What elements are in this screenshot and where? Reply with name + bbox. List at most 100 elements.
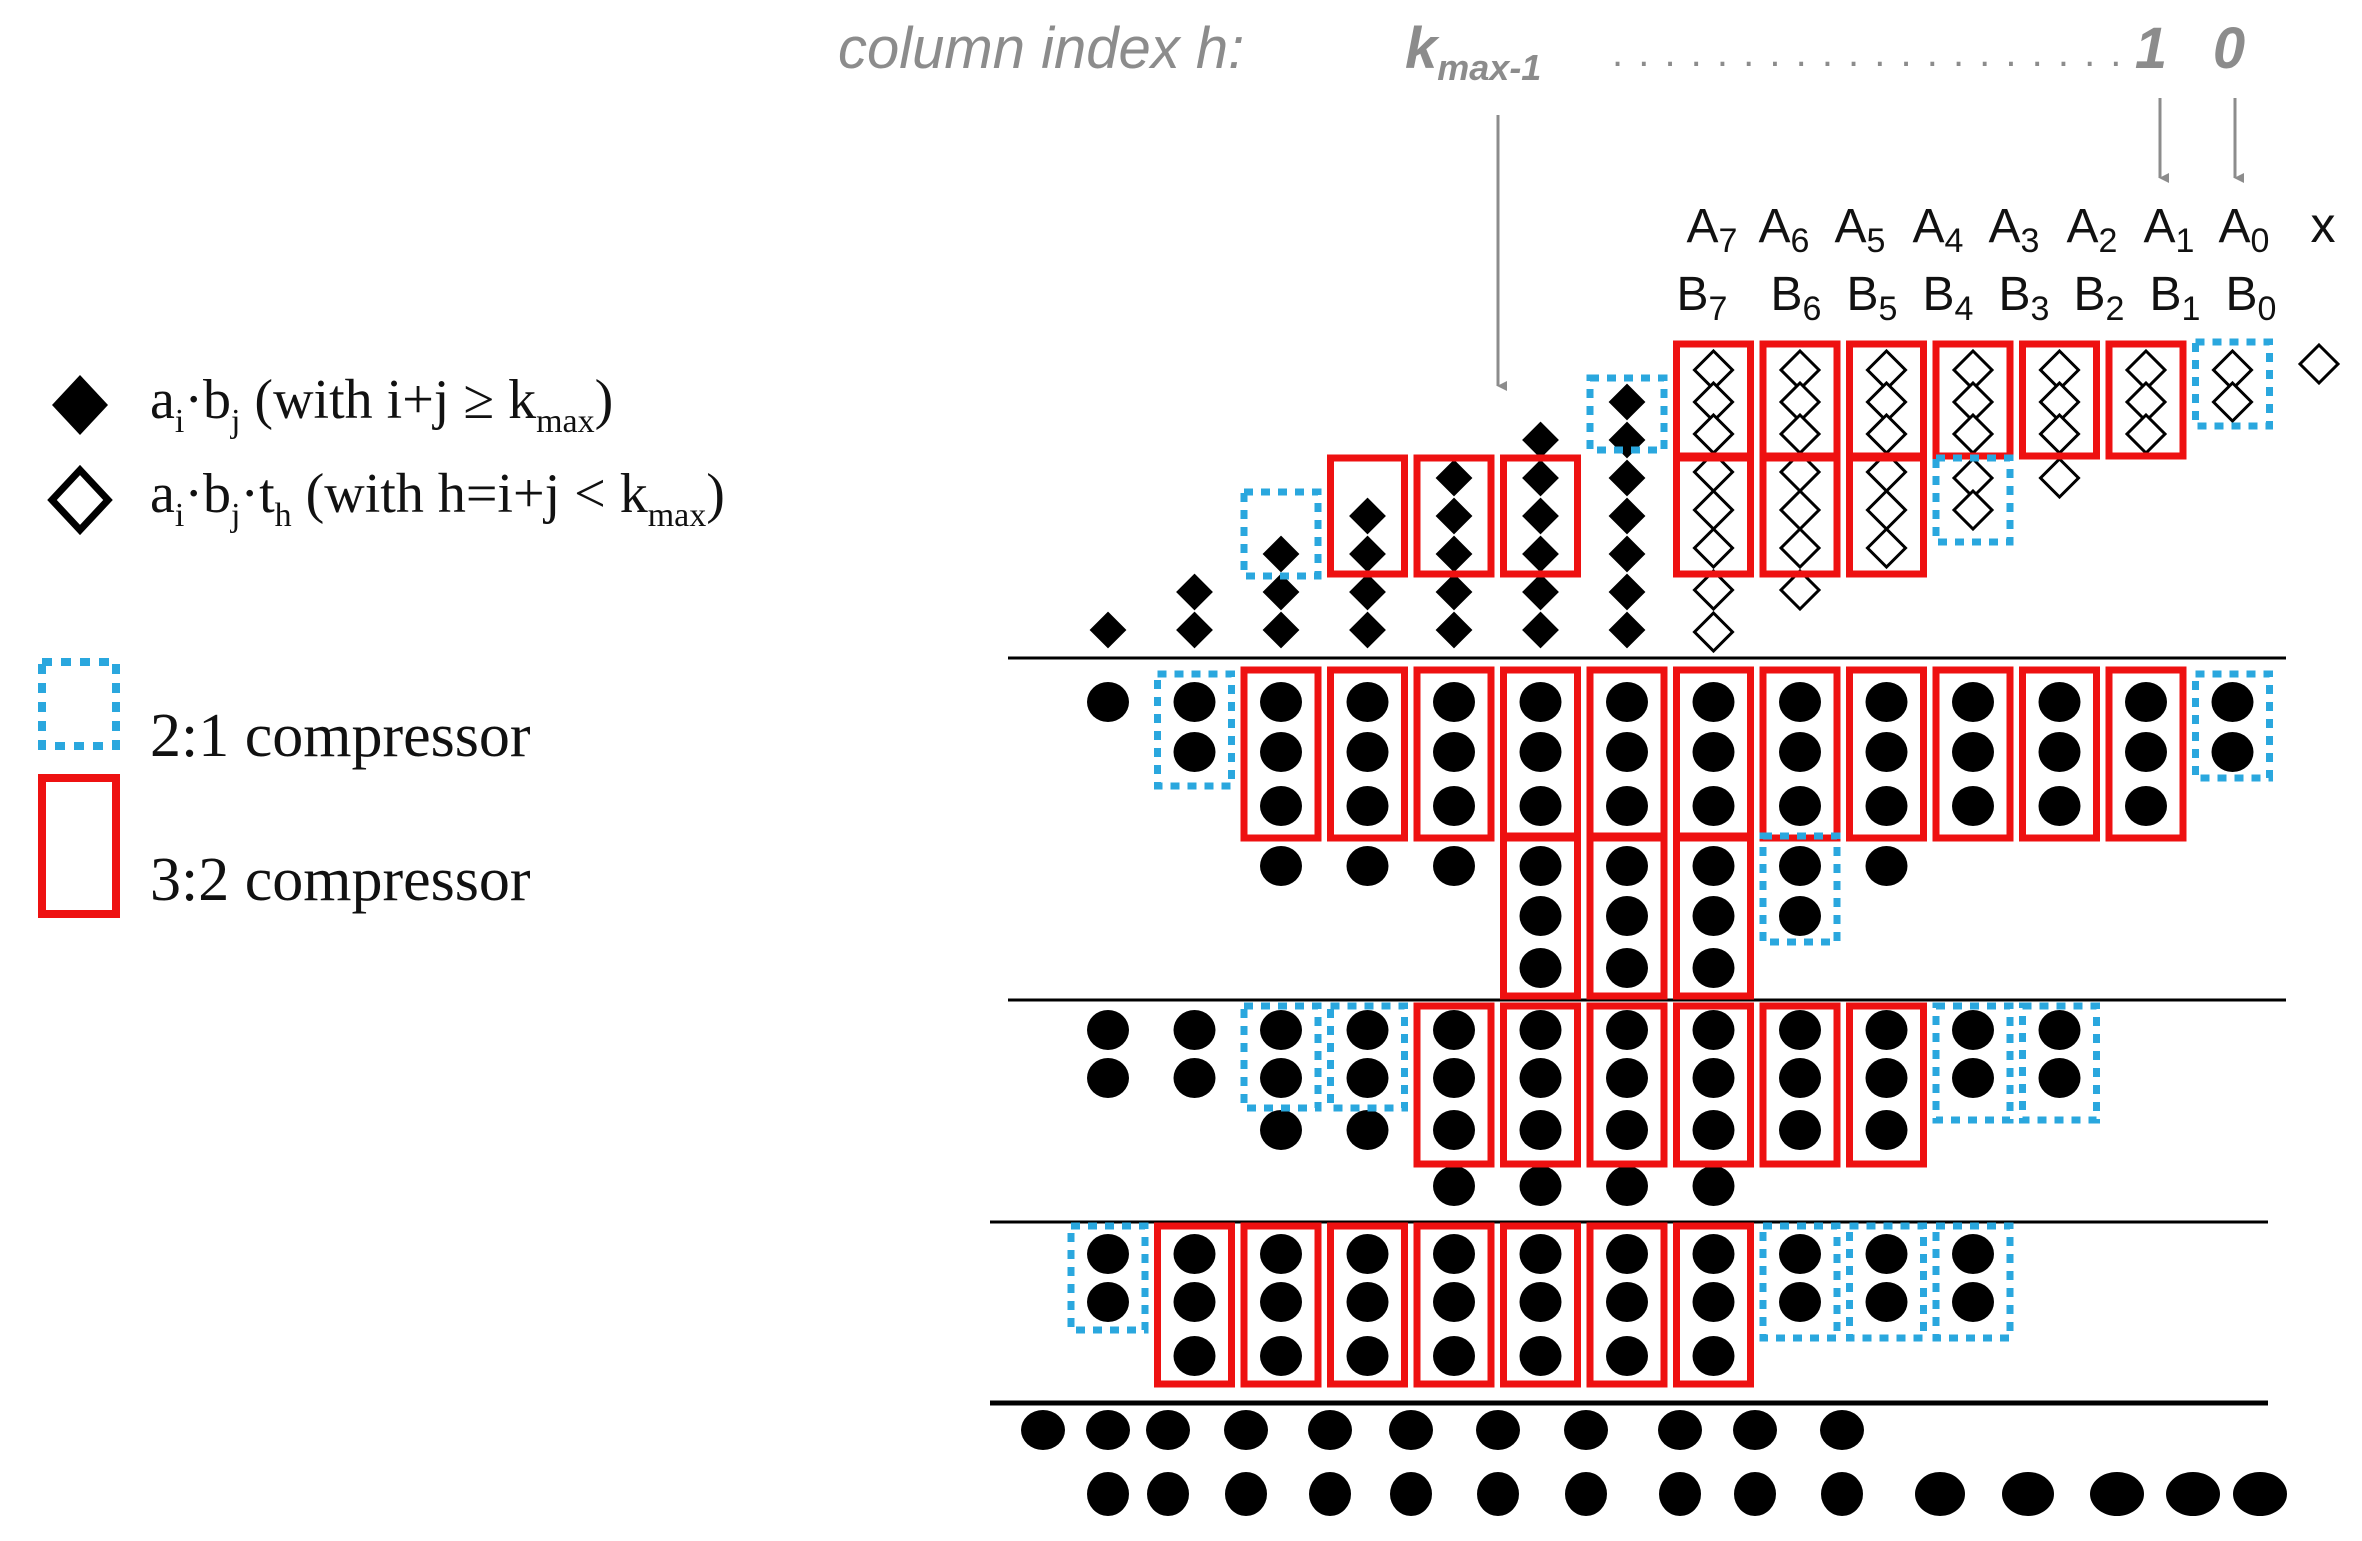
open-diamond-bit [2211,380,2254,424]
compressor-3-2-box [1413,1222,1495,1388]
final-carry-bit [1225,1472,1267,1516]
compressor-3-2-box [1673,832,1754,1000]
bit-dot [1519,1166,1562,1206]
bit-dot [1260,1058,1302,1098]
bit-dot [1087,1058,1129,1098]
final-sum-bit [1086,1410,1130,1450]
bit-dot [1173,1282,1216,1322]
bit-dot [1346,1234,1389,1274]
compressor-2-1-box [1240,1002,1322,1112]
compressor-3-2-box [1240,1222,1322,1388]
column-index-header: column index h: kmax-1 . . . . . . . . .… [838,16,2245,88]
bit-dot [1260,1010,1302,1050]
compressor-3-2-box [1586,1002,1668,1168]
compressor-3-2-box [2105,666,2187,842]
bit-dot [1346,732,1389,772]
bit-dot [1260,846,1302,886]
operand-a-label: A1 [2144,200,2195,260]
compressor-3-2-box [1500,454,1581,578]
bit-dot [1260,1234,1302,1274]
compressor-3-2-box [1673,1222,1754,1388]
filled-diamond-bit [1349,573,1386,611]
compressor-2-1-legend-label: 2:1 compressor [150,702,531,770]
compressor-2-1-box [1932,1002,2014,1124]
filled-diamond-bit [1349,535,1386,573]
bit-dot [1433,682,1475,722]
final-carry-bit [1821,1472,1863,1516]
filled-diamond-bit [1435,459,1473,497]
bit-dot [1346,1058,1389,1098]
bit-dot [1433,1058,1475,1098]
operand-b-label: B7 [1677,268,1728,328]
bit-dot [1865,1234,1908,1274]
bit-dot [1519,1282,1562,1322]
bit-dot [1519,948,1562,988]
operand-a-label: A3 [1989,200,2040,260]
open-diamond-bit [2124,412,2168,456]
bit-dot [1433,786,1475,826]
operand-b-label: B4 [1923,268,1974,328]
column-index-label: column index h: [838,16,1244,81]
filled-diamond-bit [1435,611,1473,649]
filled-diamond-bit [1608,573,1646,611]
bit-dot [1519,1058,1562,1098]
bit-dot [1346,1336,1389,1376]
compressor-3-2-box [1240,666,1322,842]
final-carry-bit [1734,1472,1776,1516]
bit-dot [1865,1110,1908,1150]
compressor-3-2-box [1327,454,1408,578]
operand-b-label: B6 [1771,268,1822,328]
bit-dot [1865,1058,1908,1098]
partial-product-bits [1021,342,2341,1516]
bit-dot [1346,682,1389,722]
filled-diamond-bit [1608,459,1646,497]
compressor-2-1-box [2192,670,2273,782]
open-diamond-bit [1865,488,1908,532]
filled-diamond-bit [1262,611,1300,649]
compressor-3-2-box [2019,340,2100,460]
open-diamond-bit [2297,342,2341,386]
bit-dot [1346,1010,1389,1050]
open-diamond-bit [1692,610,1735,654]
filled-diamond-bit [1522,535,1559,573]
filled-diamond-bit [1435,535,1473,573]
compressor-3-2-box [1154,1222,1235,1388]
bit-dot [2211,732,2254,772]
open-diamond-legend-text: ai·bj·th (with h=i+j < kmax) [150,463,725,534]
bit-dot [1952,786,1994,826]
open-diamond-bit [1778,526,1822,570]
bit-dot [1433,1166,1475,1206]
compressor-3-2-box [1500,832,1581,1000]
bit-dot [1606,1010,1648,1050]
operand-a-label: A2 [2067,200,2118,260]
bit-dot [1952,1010,1994,1050]
bit-dot [1433,1110,1475,1150]
final-carry-bit [1087,1472,1129,1516]
compressor-2-1-box [2192,338,2273,430]
bit-dot [1952,732,1994,772]
operand-b-label: B0 [2226,268,2277,328]
bit-dot [1865,682,1908,722]
bit-dot [1173,1336,1216,1376]
compressor-3-2-box [1673,1002,1754,1168]
bit-dot [1346,1282,1389,1322]
column-index-one: 1 [2135,16,2167,81]
bit-dot [1692,1010,1735,1050]
filled-diamond-bit [1608,383,1646,421]
open-diamond-bit [1778,568,1822,612]
legend: ai·bj (with i+j ≥ kmax) ai·bj·th (with h… [38,369,725,918]
compressor-3-2-box [1759,454,1841,578]
filled-diamond-bit [1522,497,1559,535]
bit-dot [1606,846,1648,886]
open-diamond-bit [1692,488,1735,532]
compressor-3-2-box [1846,1002,1927,1168]
compressor-2-1-legend-icon [38,658,120,750]
bit-dot [1519,732,1562,772]
bit-dot [1952,682,1994,722]
final-carry-bit [2002,1472,2054,1516]
compressor-2-1-box [1586,374,1668,454]
compressor-3-2-box [1846,454,1927,578]
open-diamond-bit [2038,456,2081,500]
bit-dot [1087,1010,1129,1050]
